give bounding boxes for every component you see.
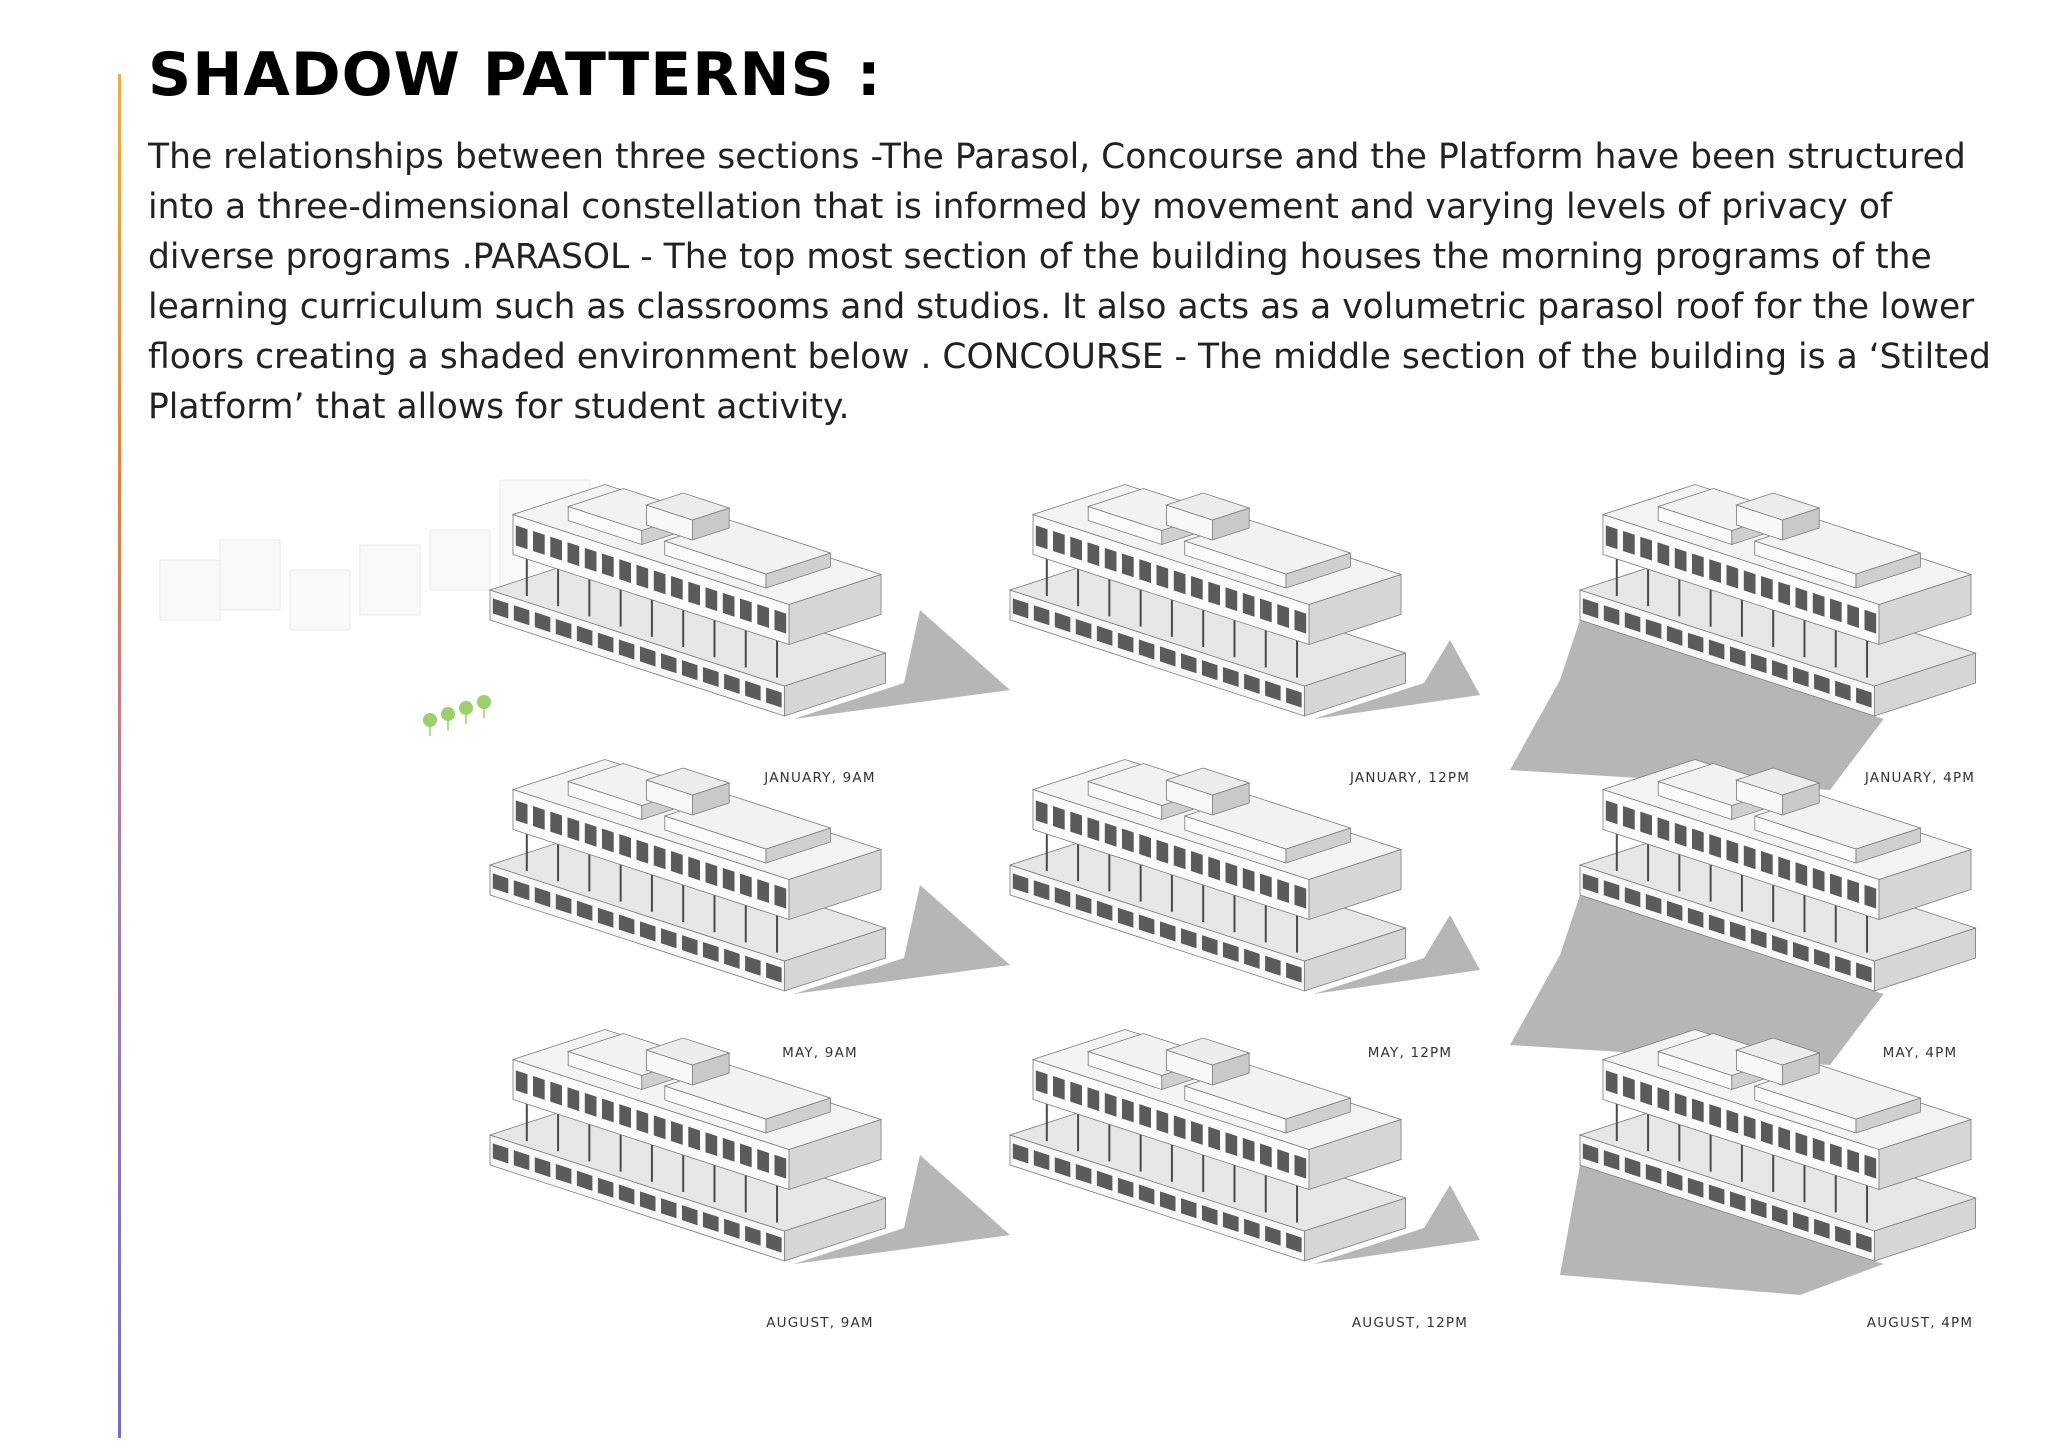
building-model-4 [488, 759, 1010, 994]
figure-caption: AUGUST, 4PM [1866, 1315, 1974, 1331]
shadow-study-drawing [159, 479, 1977, 1295]
accent-rule [118, 74, 121, 1438]
description-paragraph: The relationships between three sections… [148, 137, 1991, 427]
figure-caption: JANUARY, 12PM [1349, 770, 1471, 786]
figure-caption: MAY, 12PM [1367, 1045, 1453, 1061]
figure-caption: AUGUST, 9AM [766, 1315, 874, 1331]
building-model-9 [1560, 1029, 1977, 1295]
shadow-study-gallery: JANUARY, 9AM JANUARY, 12PM JANUARY, 4PM MAY… [140, 470, 2020, 1370]
figure-caption: JANUARY, 9AM [764, 770, 876, 786]
figure-caption: MAY, 9AM [782, 1045, 858, 1061]
figure-caption: JANUARY, 4PM [1864, 770, 1976, 786]
figure-caption: AUGUST, 12PM [1351, 1315, 1469, 1331]
building-model-5 [1008, 759, 1480, 994]
figure-caption: MAY, 4PM [1882, 1045, 1958, 1061]
building-model-7 [488, 1029, 1010, 1264]
tree-markers [423, 695, 491, 736]
building-model-8 [1008, 1029, 1480, 1264]
building-model-3 [1510, 484, 1977, 790]
page-title: SHADOW PATTERNS : [148, 40, 882, 110]
building-model-6 [1510, 759, 1977, 1065]
building-model-2 [1008, 484, 1480, 719]
building-model-1 [488, 484, 1010, 719]
